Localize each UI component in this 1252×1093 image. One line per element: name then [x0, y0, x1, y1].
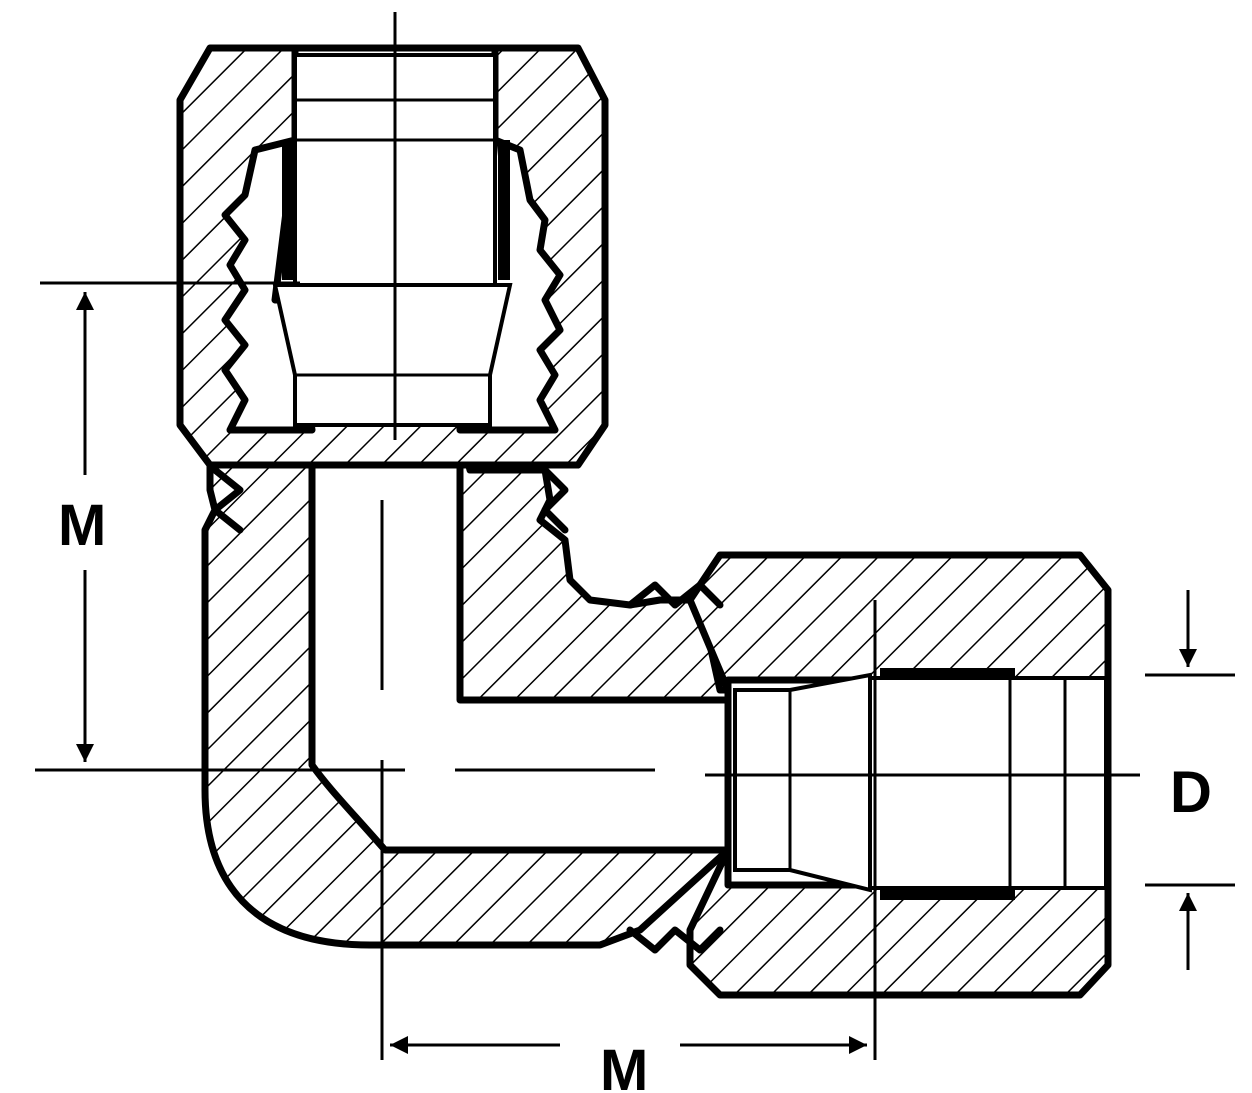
vertical-m-label: M [58, 493, 106, 558]
top-ferrule [272, 283, 513, 427]
elbow-body [201, 426, 732, 949]
right-tube [868, 676, 1108, 890]
top-thread-right [541, 466, 569, 534]
top-thread-left [211, 466, 244, 534]
diameter-label: D [1170, 760, 1212, 825]
horizontal-m-label: M [600, 1038, 648, 1093]
right-thread-bottom [626, 926, 724, 954]
right-ferrule [733, 672, 872, 893]
right-thread-top [626, 581, 724, 609]
